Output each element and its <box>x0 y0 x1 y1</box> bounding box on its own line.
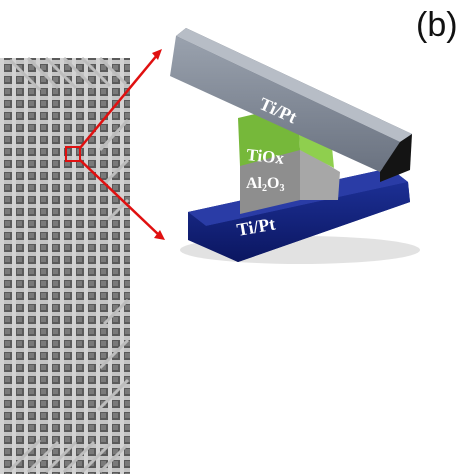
zoom-arrow-top <box>79 53 159 149</box>
top-electrode <box>170 28 412 182</box>
switching-layer-label: TiOx <box>246 145 286 168</box>
zoom-indicator <box>65 49 165 240</box>
barrier-layer-label: Al2O3 <box>246 175 284 194</box>
zoom-arrowhead-top <box>152 49 162 60</box>
zoom-arrowhead-bottom <box>154 230 165 240</box>
barrier-label-o: O <box>267 175 279 192</box>
barrier-label-sub2: 2 <box>262 183 267 194</box>
panel-label: (b) <box>416 6 458 44</box>
sem-fanout-lines <box>8 56 130 474</box>
barrier-label-sub3: 3 <box>279 183 284 194</box>
sem-crossbar-image <box>0 56 130 474</box>
zoom-arrow-bottom <box>79 159 161 237</box>
barrier-label-al: Al <box>246 175 263 192</box>
barrier-layer <box>240 148 340 214</box>
zoom-highlight-box <box>65 146 81 162</box>
